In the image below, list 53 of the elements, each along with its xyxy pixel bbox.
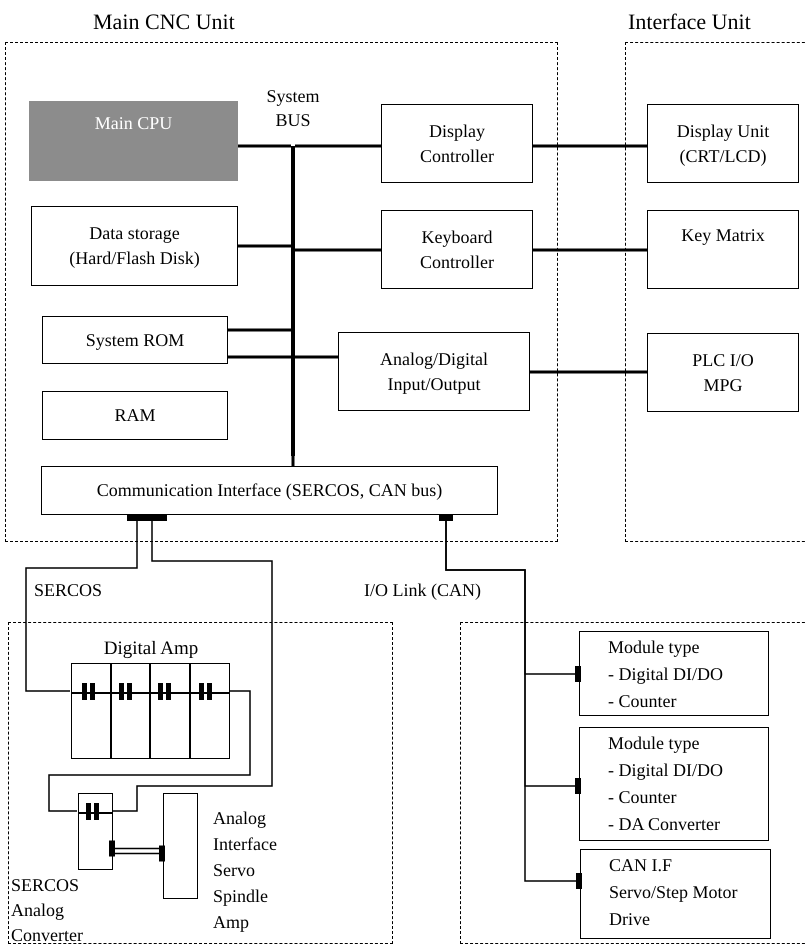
connector-line <box>238 244 291 248</box>
box-label: Communication Interface (SERCOS, CAN bus) <box>96 479 442 502</box>
box-label: Keyboard Controller <box>419 226 495 274</box>
box-label: Key Matrix <box>681 224 765 247</box>
box-label: Analog/Digital Input/Output <box>379 348 489 396</box>
cable-link <box>109 840 165 862</box>
box-label: RAM <box>114 404 156 427</box>
module-text: - Counter <box>608 786 676 809</box>
box-label: System ROM <box>86 328 184 352</box>
module-text: Servo/Step Motor Drive <box>609 881 738 931</box>
group-title: Main CNC Unit <box>93 8 235 36</box>
group-title: Interface Unit <box>628 8 751 36</box>
box-label: PLC I/O MPG <box>691 348 755 396</box>
module-box <box>579 631 769 716</box>
unit-box <box>338 332 530 411</box>
unit-box <box>647 104 799 183</box>
module-text: Module type <box>608 636 700 659</box>
connector-line <box>295 248 381 252</box>
unit-box <box>41 466 498 515</box>
module-text: - Digital DI/DO <box>608 663 723 686</box>
connector-line <box>292 456 294 466</box>
connector-line <box>238 144 291 148</box>
servo-amp-label: Analog Interface Servo Spindle Amp <box>213 807 278 934</box>
unit-box <box>647 210 799 289</box>
module-text: Module type <box>608 732 700 755</box>
connector-line <box>295 144 381 148</box>
module-text: - Counter <box>608 690 676 713</box>
bus-label: System BUS <box>265 85 320 132</box>
connector-line <box>530 370 647 374</box>
cpu-box <box>29 101 238 181</box>
unit-box <box>381 210 533 289</box>
connector-line <box>533 248 647 252</box>
box-label: Main CPU <box>94 112 172 135</box>
unit-box <box>42 391 228 440</box>
module-box <box>580 849 771 939</box>
connector-line <box>228 328 291 332</box>
connector-line <box>533 144 647 148</box>
module-text: - Digital DI/DO <box>608 759 723 782</box>
connector-line <box>48 690 251 812</box>
module-text: CAN I.F <box>609 854 672 877</box>
unit-box <box>42 316 228 364</box>
dashed-group <box>460 622 806 944</box>
box-label: Display Unit (CRT/LCD) <box>676 120 770 168</box>
amp-label: Digital Amp <box>102 637 200 661</box>
module-box <box>579 727 769 841</box>
unit-box <box>647 333 799 412</box>
module-text: - DA Converter <box>608 813 720 836</box>
unit-box <box>381 104 533 183</box>
converter-label: SERCOS Analog Converter <box>11 874 84 947</box>
box-label: Display Controller <box>419 120 495 168</box>
connector-line <box>228 356 338 358</box>
box-label: Data storage (Hard/Flash Disk) <box>68 222 201 270</box>
unit-box <box>31 206 238 286</box>
